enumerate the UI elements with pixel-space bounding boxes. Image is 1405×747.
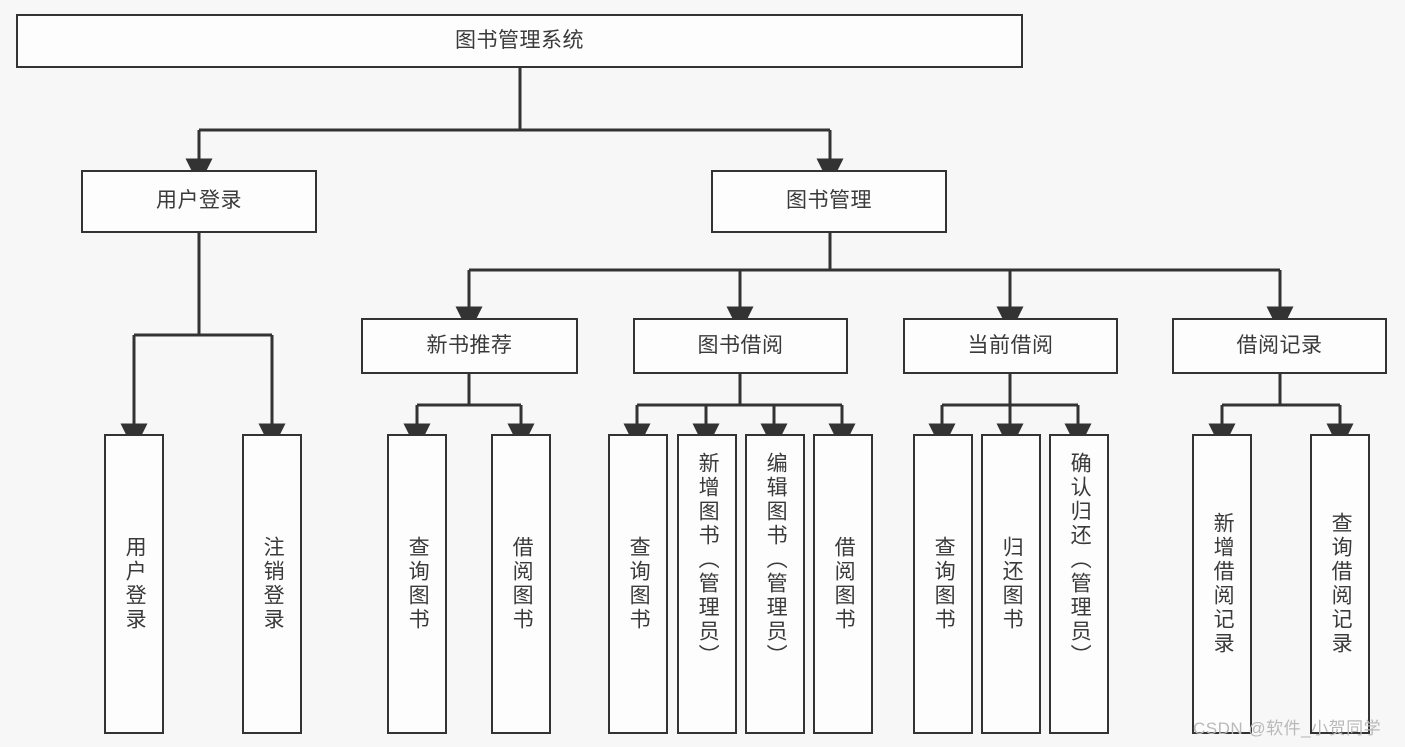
node-leaf-user-login-1[interactable]: 用户登录 xyxy=(104,434,164,734)
node-leaf-borrow-record-1-label: 新增借阅记录 xyxy=(1211,512,1235,656)
node-leaf-new-book-2[interactable]: 借阅图书 xyxy=(491,434,551,734)
node-leaf-current-borrow-3-label: 确认归还（管理员） xyxy=(1068,452,1092,668)
node-leaf-borrow-record-2-label: 查询借阅记录 xyxy=(1329,512,1353,656)
node-leaf-book-borrow-1[interactable]: 查询图书 xyxy=(608,434,668,734)
node-borrow-record[interactable]: 借阅记录 xyxy=(1172,318,1387,374)
node-leaf-current-borrow-1-label: 查询图书 xyxy=(932,536,956,632)
node-root[interactable]: 图书管理系统 xyxy=(16,14,1023,68)
node-book-manage[interactable]: 图书管理 xyxy=(711,170,947,233)
node-leaf-user-login-2-label: 注销登录 xyxy=(261,536,285,632)
node-leaf-book-borrow-4-label: 借阅图书 xyxy=(832,536,856,632)
node-leaf-new-book-2-label: 借阅图书 xyxy=(510,536,534,632)
node-leaf-new-book-1[interactable]: 查询图书 xyxy=(387,434,447,734)
node-leaf-book-borrow-2[interactable]: 新增图书（管理员） xyxy=(677,434,737,734)
csdn-watermark: CSDN @软件_小贺同学 xyxy=(1193,719,1382,738)
node-leaf-book-borrow-4[interactable]: 借阅图书 xyxy=(813,434,873,734)
node-borrow-record-label: 借阅记录 xyxy=(1236,333,1323,357)
node-root-label: 图书管理系统 xyxy=(455,28,584,52)
node-leaf-current-borrow-2[interactable]: 归还图书 xyxy=(981,434,1041,734)
node-leaf-current-borrow-2-label: 归还图书 xyxy=(1000,536,1024,632)
node-leaf-book-borrow-3-label: 编辑图书（管理员） xyxy=(764,452,788,668)
node-leaf-borrow-record-2[interactable]: 查询借阅记录 xyxy=(1310,434,1370,734)
node-user-login-label: 用户登录 xyxy=(156,189,242,213)
node-leaf-book-borrow-1-label: 查询图书 xyxy=(627,536,651,632)
node-current-borrow[interactable]: 当前借阅 xyxy=(903,318,1118,374)
node-current-borrow-label: 当前借阅 xyxy=(967,333,1054,357)
node-book-manage-label: 图书管理 xyxy=(786,189,872,213)
node-leaf-current-borrow-1[interactable]: 查询图书 xyxy=(913,434,973,734)
node-leaf-new-book-1-label: 查询图书 xyxy=(406,536,430,632)
node-user-login[interactable]: 用户登录 xyxy=(81,170,317,233)
node-leaf-book-borrow-3[interactable]: 编辑图书（管理员） xyxy=(745,434,805,734)
node-leaf-borrow-record-1[interactable]: 新增借阅记录 xyxy=(1192,434,1252,734)
node-leaf-book-borrow-2-label: 新增图书（管理员） xyxy=(696,452,720,668)
node-leaf-user-login-1-label: 用户登录 xyxy=(123,536,147,632)
node-leaf-user-login-2[interactable]: 注销登录 xyxy=(242,434,302,734)
node-book-borrow-label: 图书借阅 xyxy=(697,333,784,357)
node-new-book-recommend-label: 新书推荐 xyxy=(426,333,513,357)
node-leaf-current-borrow-3[interactable]: 确认归还（管理员） xyxy=(1049,434,1109,734)
node-book-borrow[interactable]: 图书借阅 xyxy=(633,318,848,374)
node-new-book-recommend[interactable]: 新书推荐 xyxy=(361,318,578,374)
